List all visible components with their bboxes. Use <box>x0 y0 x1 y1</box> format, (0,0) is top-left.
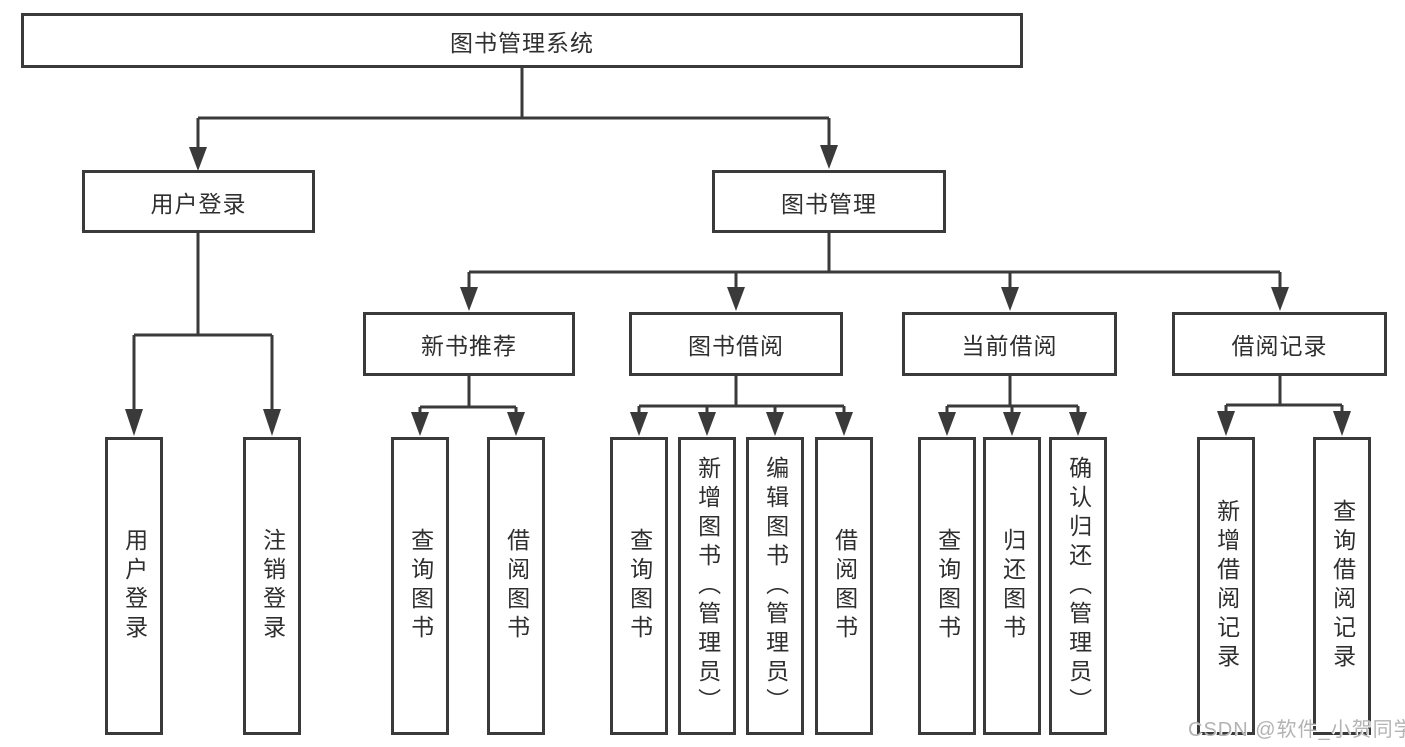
leaf-user-login: 用户登录 <box>105 437 163 735</box>
arrowhead <box>411 412 429 436</box>
edge-recommend-to-leaves <box>411 376 525 436</box>
node-user-login: 用户登录 <box>82 170 315 233</box>
leaf-label: 借阅图书 <box>503 528 530 644</box>
edge-root-to-level2 <box>189 68 838 171</box>
arrowhead <box>507 412 525 436</box>
node-borrowing-records: 借阅记录 <box>1172 312 1387 376</box>
arrowhead <box>1069 412 1087 436</box>
arrowhead <box>460 287 478 311</box>
arrowhead <box>835 412 853 436</box>
arrowhead <box>1001 287 1019 311</box>
csdn-watermark: CSDN @软件_小贺同学 <box>1188 719 1405 741</box>
node-book-management: 图书管理 <box>712 170 946 233</box>
leaf-borrowing-add-books-admin: 新增图书（管理员） <box>678 437 736 735</box>
leaf-records-add-record: 新增借阅记录 <box>1197 437 1255 735</box>
leaf-borrowing-edit-books-admin: 编辑图书（管理员） <box>746 437 804 735</box>
edge-borrowing-to-leaves <box>630 376 853 436</box>
arrowhead <box>698 412 716 436</box>
leaf-label: 查询图书 <box>407 528 434 644</box>
leaf-label: 确认归还（管理员） <box>1065 455 1092 717</box>
leaf-borrowing-borrow-books: 借阅图书 <box>815 437 873 735</box>
node-new-book-recommend: 新书推荐 <box>363 312 575 376</box>
edge-book-mgmt-to-level3 <box>460 233 1289 311</box>
leaf-current-return-books: 归还图书 <box>983 437 1041 735</box>
edge-current-to-leaves <box>938 376 1087 436</box>
leaf-recommend-query-books: 查询图书 <box>391 437 449 735</box>
leaf-label: 查询图书 <box>934 528 961 644</box>
edge-records-to-leaves <box>1217 376 1351 436</box>
leaf-records-query-record: 查询借阅记录 <box>1313 437 1371 735</box>
arrowhead <box>263 409 281 436</box>
leaf-label: 编辑图书（管理员） <box>762 455 789 717</box>
arrowhead <box>766 412 784 436</box>
leaf-label: 归还图书 <box>999 528 1026 644</box>
arrowhead <box>938 412 956 436</box>
leaf-logout: 注销登录 <box>243 437 301 735</box>
leaf-label: 注销登录 <box>259 528 286 644</box>
arrowhead <box>125 409 143 436</box>
leaf-label: 查询图书 <box>626 528 653 644</box>
leaf-current-query-books: 查询图书 <box>918 437 976 735</box>
leaf-recommend-borrow-books: 借阅图书 <box>487 437 545 735</box>
edge-user-login-to-leaves <box>125 233 281 436</box>
leaf-label: 用户登录 <box>121 528 148 644</box>
arrowhead <box>1271 287 1289 311</box>
arrowhead <box>630 412 648 436</box>
leaf-label: 新增借阅记录 <box>1213 499 1240 673</box>
leaf-label: 查询借阅记录 <box>1329 499 1356 673</box>
arrowhead <box>727 287 745 311</box>
arrowhead <box>820 145 838 169</box>
leaf-borrowing-query-books: 查询图书 <box>610 437 668 735</box>
node-system-root: 图书管理系统 <box>21 13 1023 68</box>
arrowhead <box>189 147 207 171</box>
arrowhead <box>1217 411 1235 436</box>
arrowhead <box>1333 411 1351 436</box>
node-current-borrowing: 当前借阅 <box>902 312 1117 376</box>
arrowhead <box>1003 412 1021 436</box>
node-book-borrowing: 图书借阅 <box>629 312 843 376</box>
leaf-current-confirm-return-admin: 确认归还（管理员） <box>1049 437 1107 735</box>
leaf-label: 借阅图书 <box>831 528 858 644</box>
leaf-label: 新增图书（管理员） <box>694 455 721 717</box>
